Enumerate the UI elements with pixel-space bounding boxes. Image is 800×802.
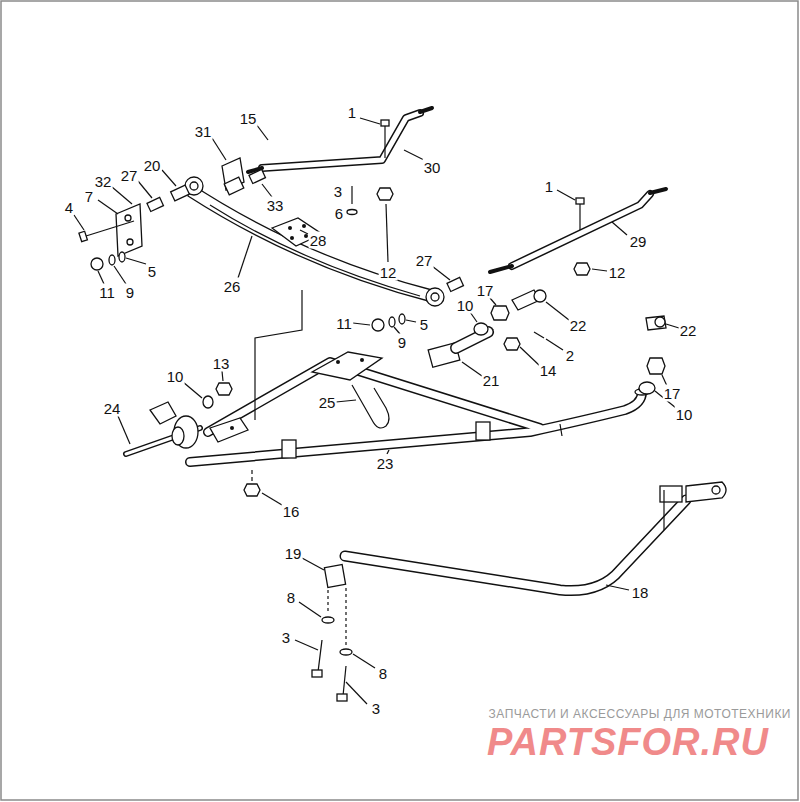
- callout-number: 3: [371, 700, 381, 717]
- callout-number: 8: [286, 589, 296, 606]
- callout-number: 8: [378, 665, 388, 682]
- callout-number: 9: [125, 284, 135, 301]
- callout-number: 30: [423, 159, 442, 176]
- callout-number: 16: [282, 503, 301, 520]
- callout-number: 1: [347, 104, 357, 121]
- callout-number: 11: [335, 315, 353, 332]
- callout-number: 2: [565, 347, 575, 364]
- callout-number: 33: [266, 197, 285, 214]
- callout-number: 6: [334, 205, 344, 222]
- callout-number: 27: [415, 252, 434, 269]
- spring-hanger: [248, 108, 432, 172]
- callout-number: 10: [675, 406, 694, 423]
- callout-number: 11: [98, 284, 116, 301]
- watermark-text: PARTSFOR.RU: [486, 722, 770, 762]
- callout-number: 29: [629, 233, 648, 250]
- callout-number: 1: [544, 178, 554, 195]
- callout-number: 31: [194, 123, 213, 140]
- callout-number: 21: [482, 372, 501, 389]
- callout-number: 3: [281, 629, 291, 646]
- callout-number: 10: [456, 297, 475, 314]
- callout-number: 32: [94, 173, 113, 190]
- callout-number: 5: [147, 263, 157, 280]
- callout-number: 27: [120, 167, 139, 184]
- leader-lines: [74, 118, 679, 704]
- callout-number: 18: [631, 584, 650, 601]
- callout-number: 17: [663, 385, 682, 402]
- callout-number: 22: [569, 317, 588, 334]
- callout-number: 3: [333, 183, 343, 200]
- callout-number: 25: [318, 394, 337, 411]
- callout-number: 10: [166, 368, 185, 385]
- trailer-frame: [190, 352, 649, 462]
- callout-number: 5: [419, 316, 429, 333]
- callout-number: 12: [379, 264, 398, 281]
- callout-number: 28: [309, 232, 328, 249]
- callout-number: 17: [476, 282, 495, 299]
- callout-number: 19: [284, 545, 303, 562]
- callout-number: 26: [223, 278, 242, 295]
- watermark-text: ЗАПЧАСТИ И АКСЕССУАРЫ ДЛЯ МОТОТЕХНИКИ: [488, 707, 792, 721]
- tow-bar: [345, 482, 726, 591]
- callout-number: 9: [397, 334, 407, 351]
- callout-number: 7: [84, 188, 94, 205]
- callout-number: 20: [143, 157, 162, 174]
- spring-hanger: [490, 189, 666, 272]
- callout-number: 12: [608, 264, 627, 281]
- callout-number: 13: [212, 355, 231, 372]
- callout-number: 14: [539, 362, 558, 379]
- callout-number: 15: [239, 110, 258, 127]
- stub-axle: [126, 402, 248, 454]
- callout-number: 4: [64, 199, 74, 216]
- callout-number: 24: [103, 400, 122, 417]
- callout-number: 23: [376, 455, 395, 472]
- callout-number: 22: [679, 322, 698, 339]
- leaf-spring: [185, 177, 444, 306]
